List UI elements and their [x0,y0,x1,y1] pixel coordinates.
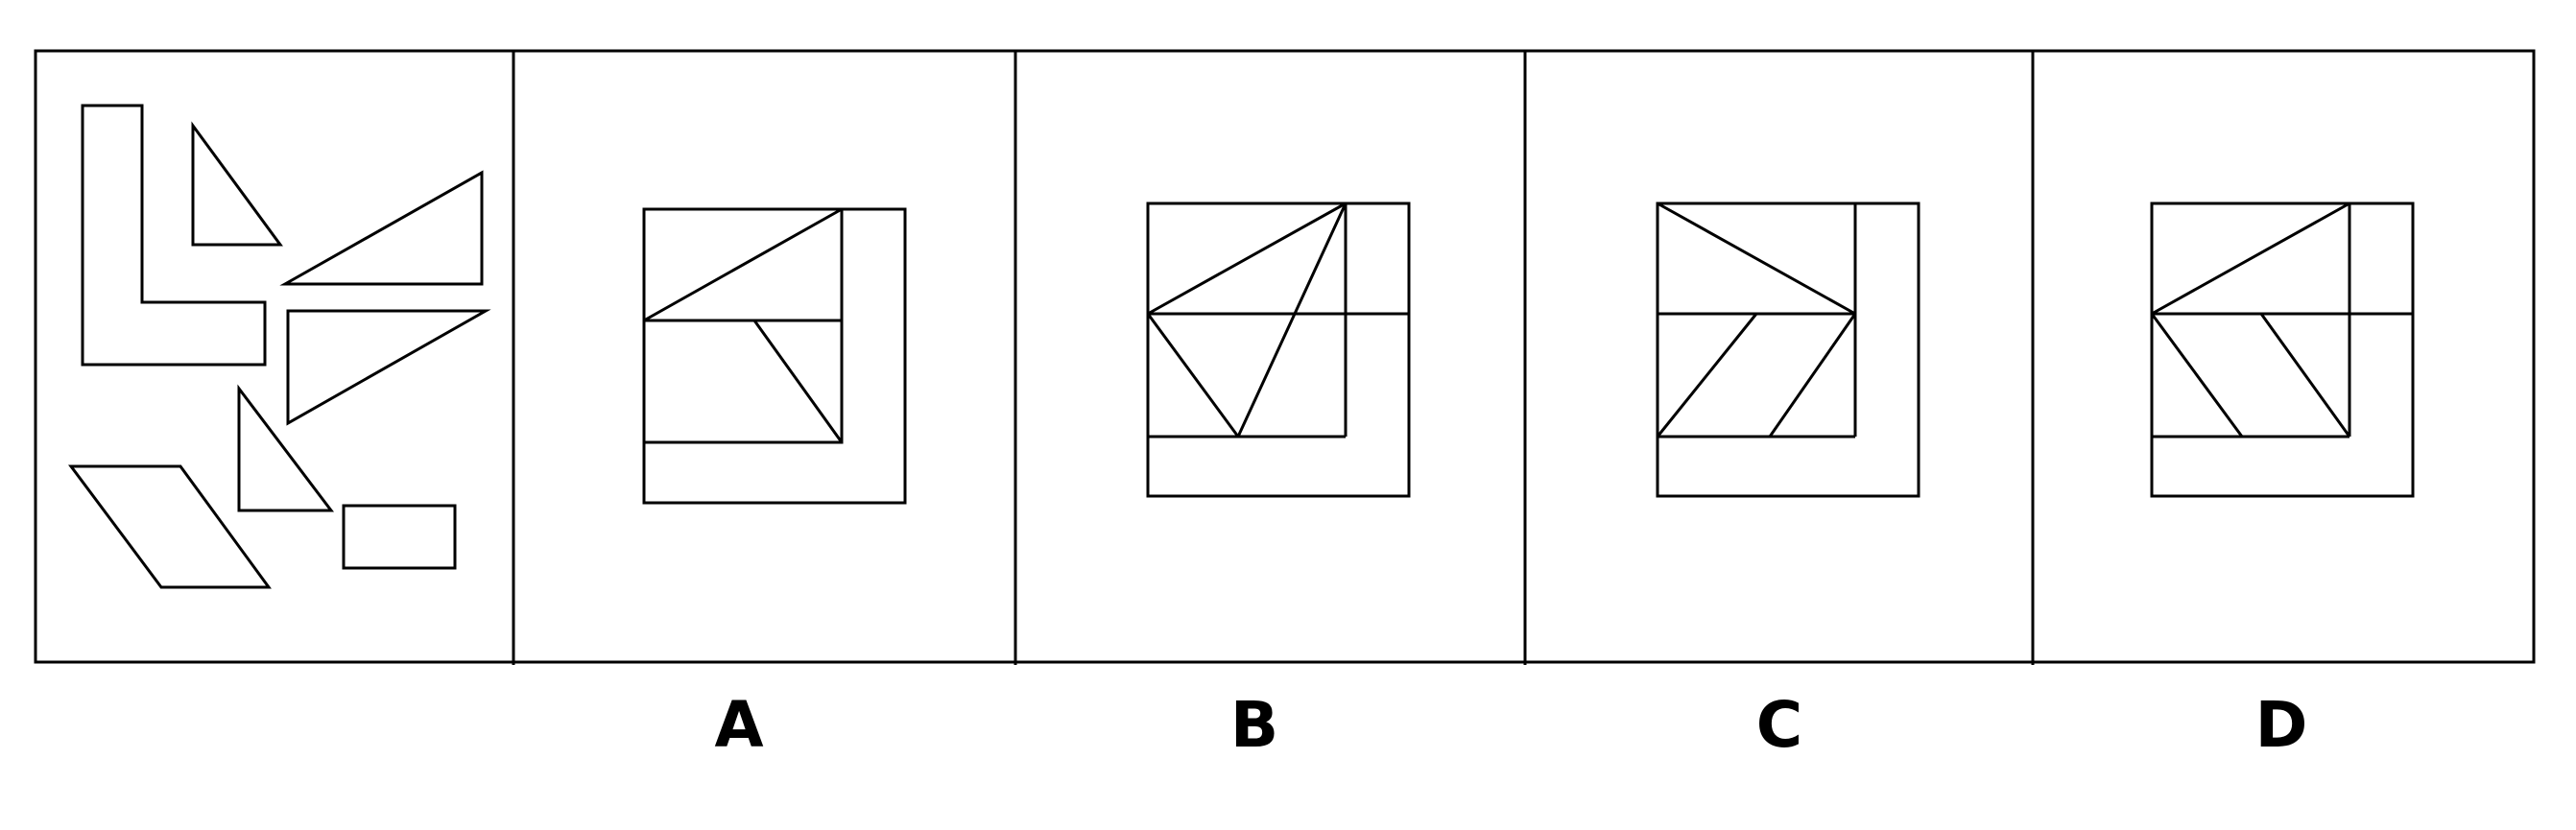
option-d-label: D [2254,688,2308,762]
option-a-inner-square [642,207,844,444]
option-a-label: A [714,688,764,762]
option-d-figure[interactable] [2150,202,2415,498]
option-d-left-slant [2150,313,2244,438]
option-d-upper-diagonal [2151,202,2350,316]
option-b-figure[interactable] [1146,202,1411,498]
option-b-upper-diagonal [1147,202,1347,316]
option-d-outer-square [2150,202,2415,498]
option-d-right-slant [2259,313,2351,438]
middle-long-triangle-piece [286,309,491,426]
outer-frame [34,49,2536,664]
option-a-upper-diagonal [643,207,843,322]
option-c-left-slant [1656,313,1758,438]
option-c-label: C [1755,688,1803,762]
option-c-right-slant [1768,313,1857,438]
parallelogram-piece [68,464,272,589]
small-right-triangle-piece [191,121,283,247]
l-shape-piece [81,104,267,367]
question-pieces-panel [68,104,491,589]
rectangle-piece [342,504,457,570]
lower-right-triangle-piece [237,384,335,512]
option-c-outer-square [1656,202,1920,498]
option-b-label: B [1229,688,1279,762]
upper-long-triangle-piece [279,170,484,286]
option-a-outer-square [642,207,907,505]
option-b-outer-square [1146,202,1411,498]
option-a-lower-diagonal [752,320,844,443]
option-a-figure[interactable] [642,207,907,505]
option-b-short-diagonal [1146,313,1240,438]
option-c-figure[interactable] [1656,202,1920,498]
option-b-long-diagonal [1236,202,1348,438]
option-c-upper-diagonal [1657,202,1856,316]
